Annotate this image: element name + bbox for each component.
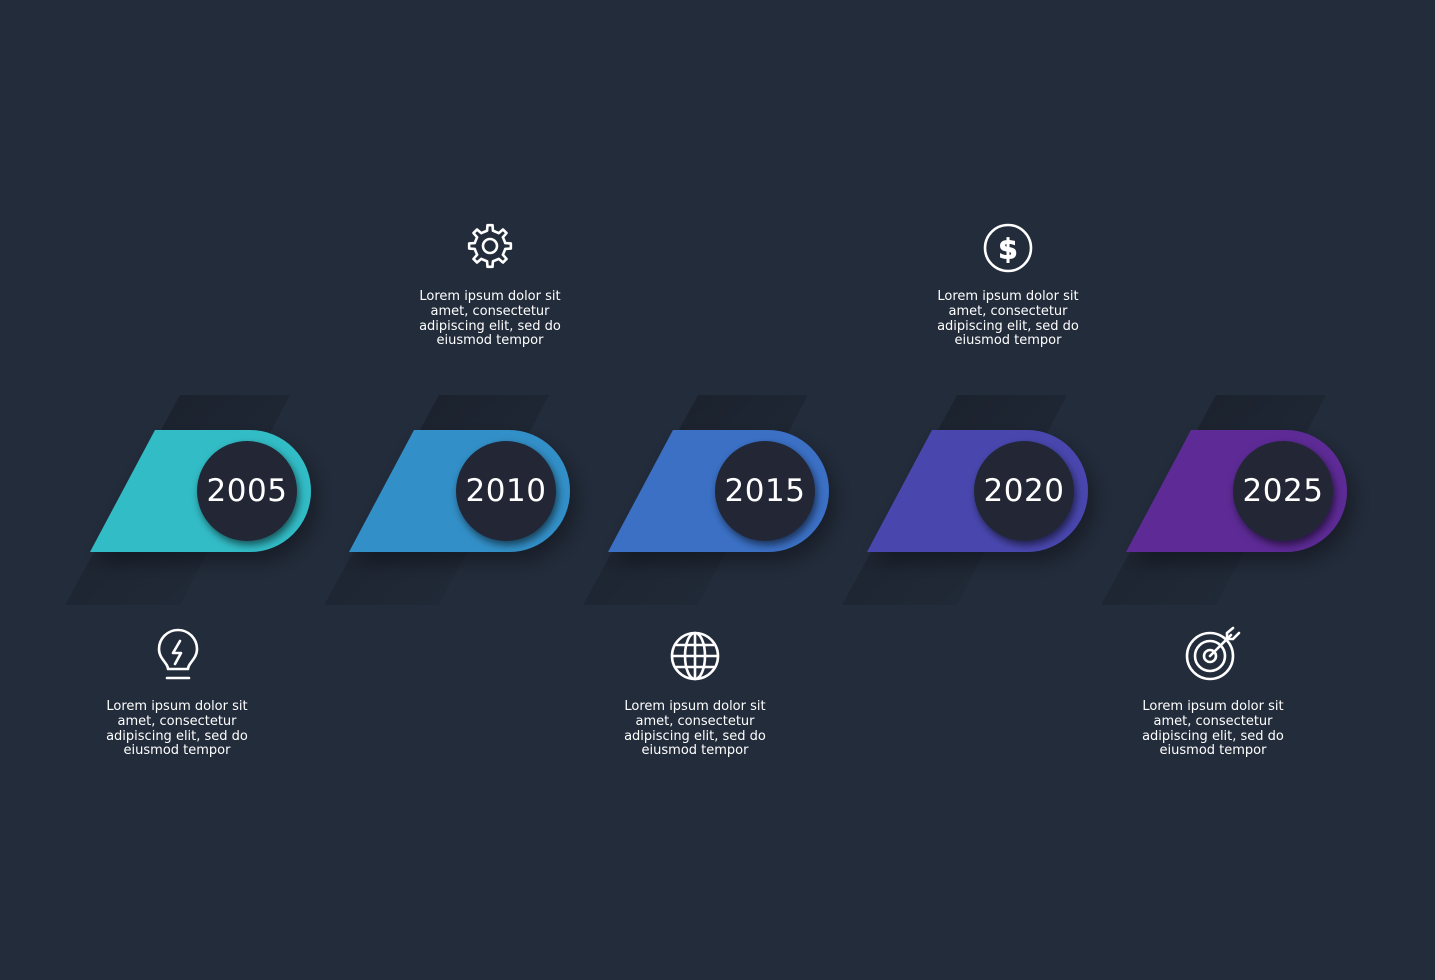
globe-icon <box>670 631 720 681</box>
year-circle <box>456 441 556 541</box>
milestone-description-2025: Lorem ipsum dolor sit amet, consectetur … <box>1142 699 1284 759</box>
milestone-2020: 2020 <box>842 395 1088 605</box>
year-label: 2010 <box>466 473 547 509</box>
year-label: 2020 <box>984 473 1065 509</box>
milestone-description-2010: Lorem ipsum dolor sit amet, consectetur … <box>419 289 561 349</box>
milestone-description-2020: Lorem ipsum dolor sit amet, consectetur … <box>937 289 1079 349</box>
milestone-description-2015: Lorem ipsum dolor sit amet, consectetur … <box>624 699 766 759</box>
gear-icon <box>467 223 513 269</box>
milestone-2015: 2015 <box>583 395 829 605</box>
milestone-description-2005: Lorem ipsum dolor sit amet, consectetur … <box>106 699 248 759</box>
milestone-2010: 2010 <box>324 395 570 605</box>
year-label: 2005 <box>207 473 288 509</box>
dollar-icon: $ <box>983 223 1033 273</box>
year-circle <box>197 441 297 541</box>
target-icon <box>1185 626 1241 681</box>
year-circle <box>715 441 815 541</box>
year-circle <box>1233 441 1333 541</box>
lightbulb-icon <box>157 628 199 680</box>
year-label: 2015 <box>725 473 806 509</box>
year-circle <box>974 441 1074 541</box>
svg-text:$: $ <box>998 233 1017 266</box>
year-label: 2025 <box>1243 473 1324 509</box>
milestone-2025: 2025 <box>1101 395 1347 605</box>
milestone-2005: 2005 <box>65 395 311 605</box>
